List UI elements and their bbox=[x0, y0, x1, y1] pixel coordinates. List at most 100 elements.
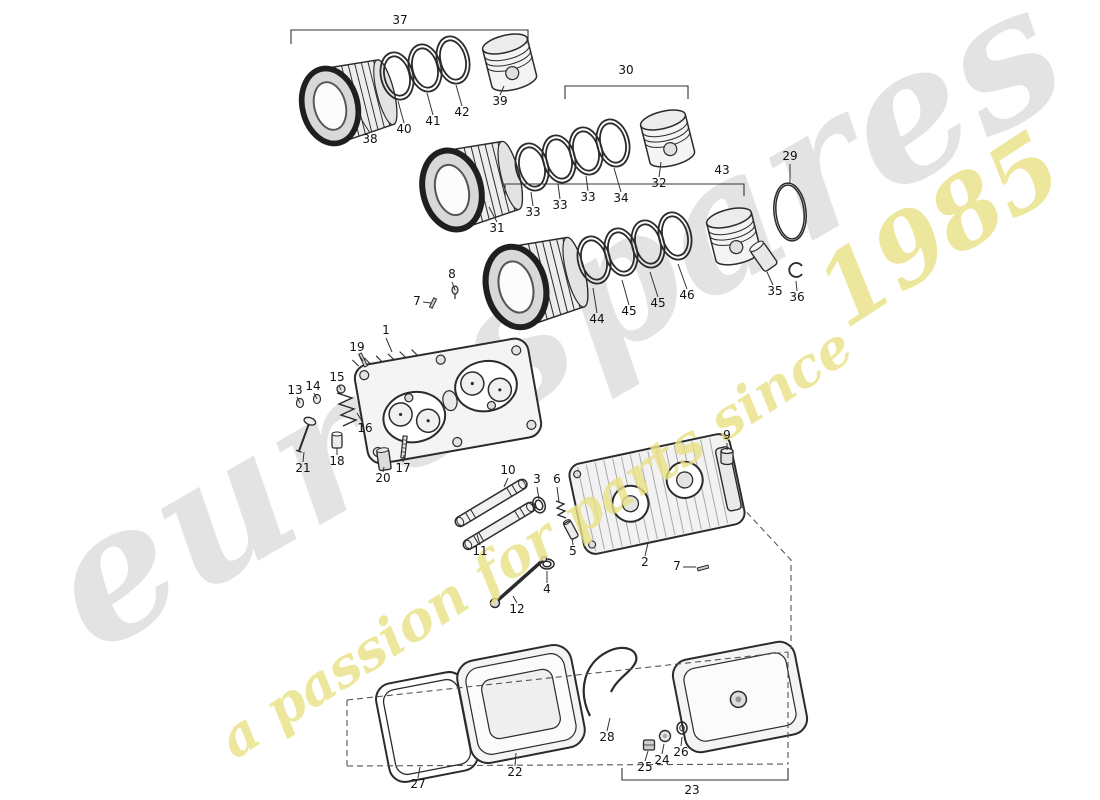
leader-line bbox=[512, 595, 518, 604]
nut-25 bbox=[642, 739, 656, 751]
barrel-nut-20 bbox=[376, 447, 392, 472]
part-number-18: 18 bbox=[329, 454, 344, 468]
part-number-36: 36 bbox=[789, 290, 804, 304]
part-number-19: 19 bbox=[349, 340, 364, 354]
stud-19 bbox=[358, 352, 368, 368]
leader-line bbox=[795, 280, 798, 292]
leader-line bbox=[766, 271, 774, 286]
leader-line bbox=[499, 85, 505, 96]
leader-line bbox=[514, 752, 517, 767]
part-number-30: 30 bbox=[618, 63, 633, 77]
part-number-12: 12 bbox=[509, 602, 524, 616]
part-number-40: 40 bbox=[396, 122, 411, 136]
leader-line bbox=[402, 454, 405, 463]
washer-26 bbox=[676, 721, 688, 735]
part-number-7: 7 bbox=[673, 559, 681, 573]
leader-line bbox=[677, 263, 688, 290]
part-number-34: 34 bbox=[613, 191, 628, 205]
part-number-6: 6 bbox=[553, 472, 561, 486]
guide-18 bbox=[331, 431, 343, 449]
part-number-26: 26 bbox=[673, 745, 688, 759]
leader-line bbox=[385, 337, 393, 353]
part-number-9: 9 bbox=[723, 428, 731, 442]
leader-line bbox=[530, 191, 534, 207]
bracket-line bbox=[290, 29, 529, 44]
leader-line bbox=[503, 477, 509, 488]
part-number-32: 32 bbox=[651, 176, 666, 190]
part-number-22: 22 bbox=[507, 765, 522, 779]
leader-line bbox=[313, 392, 318, 400]
leader-line bbox=[680, 736, 683, 747]
part-number-24: 24 bbox=[654, 753, 669, 767]
part-number-37: 37 bbox=[392, 13, 407, 27]
cylinder-head-1 bbox=[352, 337, 543, 465]
circlip-36 bbox=[788, 262, 803, 278]
part-number-20: 20 bbox=[375, 471, 390, 485]
bracket-line bbox=[564, 85, 689, 99]
part-number-45: 45 bbox=[650, 296, 665, 310]
drawing-layer bbox=[293, 29, 809, 783]
part-number-21: 21 bbox=[295, 461, 310, 475]
part-number-17: 17 bbox=[395, 461, 410, 475]
leader-line bbox=[397, 100, 405, 124]
leader-line bbox=[488, 206, 498, 223]
bracket-line bbox=[621, 768, 789, 781]
head-fins bbox=[352, 349, 419, 367]
part-number-42: 42 bbox=[454, 105, 469, 119]
piston-1 bbox=[479, 29, 540, 96]
watermark-brand: eurospares bbox=[11, 0, 1099, 692]
part-number-15: 15 bbox=[329, 370, 344, 384]
part-number-35: 35 bbox=[767, 284, 782, 298]
leader-line bbox=[571, 537, 574, 546]
part-number-29: 29 bbox=[782, 149, 797, 163]
leader-line bbox=[592, 287, 598, 314]
leader-line bbox=[451, 281, 456, 291]
part-number-33: 33 bbox=[580, 190, 595, 204]
part-number-28: 28 bbox=[599, 730, 614, 744]
leader-line bbox=[649, 271, 659, 298]
part-number-5: 5 bbox=[569, 544, 577, 558]
part-number-10: 10 bbox=[500, 463, 515, 477]
part-number-14: 14 bbox=[305, 379, 320, 393]
watermark-layer: eurospares bbox=[11, 0, 1099, 692]
part-number-33: 33 bbox=[525, 205, 540, 219]
part-number-38: 38 bbox=[362, 132, 377, 146]
leader-line bbox=[455, 84, 463, 107]
part-number-43: 43 bbox=[714, 163, 729, 177]
part-number-41: 41 bbox=[425, 114, 440, 128]
leader-line bbox=[426, 92, 434, 116]
spring-6 bbox=[555, 500, 567, 519]
part-number-39: 39 bbox=[492, 94, 507, 108]
group-boundary-dashed bbox=[346, 651, 789, 767]
part-number-8: 8 bbox=[448, 267, 456, 281]
part-number-31: 31 bbox=[489, 221, 504, 235]
leader-line bbox=[356, 412, 364, 424]
dowel-pin-7a bbox=[428, 297, 438, 309]
part-number-16: 16 bbox=[357, 421, 372, 435]
valve-cover-23 bbox=[671, 640, 809, 754]
gasket-ring-29 bbox=[773, 182, 807, 242]
leader-line bbox=[476, 533, 481, 546]
link-dashed bbox=[739, 504, 792, 649]
part-number-23: 23 bbox=[684, 783, 699, 797]
part-number-2: 2 bbox=[641, 555, 649, 569]
seal-ring-3 bbox=[531, 496, 547, 514]
part-number-7: 7 bbox=[413, 294, 421, 308]
leader-line bbox=[296, 396, 301, 404]
bail-wire-28 bbox=[582, 646, 638, 717]
leader-line bbox=[556, 486, 560, 503]
dowel-pin-7b bbox=[696, 564, 710, 572]
part-number-1: 1 bbox=[382, 323, 390, 337]
pushrod-12 bbox=[489, 555, 548, 609]
leader-line bbox=[422, 301, 432, 304]
part-number-45: 45 bbox=[621, 304, 636, 318]
part-number-4: 4 bbox=[543, 582, 551, 596]
leader-line bbox=[557, 183, 561, 200]
leader-line bbox=[658, 161, 662, 178]
part-number-11: 11 bbox=[472, 544, 487, 558]
valve-cover-22 bbox=[456, 643, 586, 765]
wrist-pin-35 bbox=[749, 240, 778, 272]
